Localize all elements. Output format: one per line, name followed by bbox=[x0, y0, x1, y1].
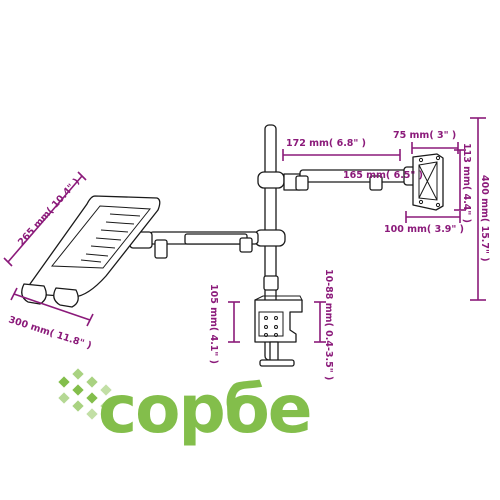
plate-height-label: 113 mm( 4.4" ) bbox=[461, 143, 472, 223]
tray-width-label: 300 mm( 11.8" ) bbox=[7, 314, 93, 351]
desk-clamp bbox=[254, 275, 303, 367]
dimension-lines bbox=[3, 117, 486, 343]
clamp-opening-label: 10-88 mm( 0.4-3.5" ) bbox=[323, 269, 334, 380]
vesa-large-label: 100 mm( 3.9" ) bbox=[384, 224, 464, 235]
upper-arm bbox=[257, 166, 419, 191]
arm-inner-label: 165 mm( 6.5" ) bbox=[343, 170, 423, 181]
clamp-height-label: 105 mm( 4.1" ) bbox=[208, 284, 219, 364]
pole-height-label: 400 mm( 15.7" ) bbox=[479, 175, 490, 262]
watermark-logo: сорбе bbox=[58, 368, 313, 448]
vesa-plate bbox=[412, 153, 444, 211]
lower-arm bbox=[129, 229, 286, 259]
laptop-tray bbox=[21, 195, 161, 308]
vesa-small-label: 75 mm( 3" ) bbox=[393, 130, 456, 141]
watermark-text: сорбе bbox=[98, 371, 311, 448]
arm-length-label: 172 mm( 6.8" ) bbox=[286, 138, 366, 149]
